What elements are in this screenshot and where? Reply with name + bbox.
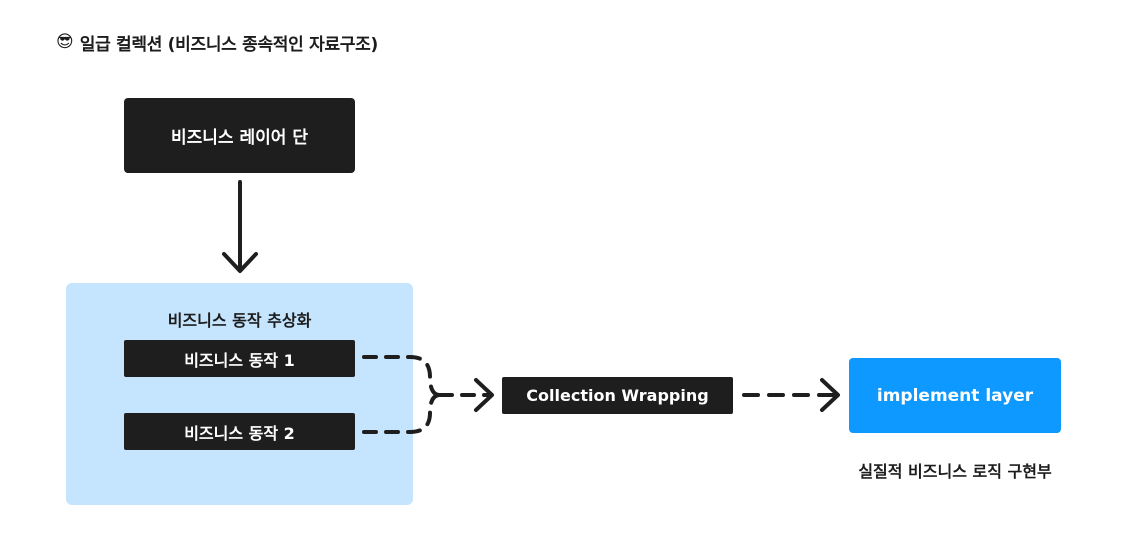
title-text: 일급 컬렉션 (비즈니스 종속적인 자료구조) xyxy=(79,34,379,55)
business-action-2-label: 비즈니스 동작 2 xyxy=(184,423,295,443)
implement-layer-label: implement layer xyxy=(876,385,1034,406)
collection-wrapping-box: Collection Wrapping xyxy=(502,377,733,414)
business-layer-box: 비즈니스 레이어 단 xyxy=(124,98,355,173)
collection-wrapping-label: Collection Wrapping xyxy=(526,386,709,405)
diagram-title: 😎 일급 컬렉션 (비즈니스 종속적인 자료구조) xyxy=(56,28,378,56)
business-action-1-box: 비즈니스 동작 1 xyxy=(124,340,355,377)
business-action-2-box: 비즈니스 동작 2 xyxy=(124,413,355,450)
business-abstraction-label: 비즈니스 동작 추상화 xyxy=(167,311,312,330)
sunglasses-face-icon: 😎 xyxy=(56,31,74,52)
business-abstraction-panel xyxy=(66,283,413,505)
implement-layer-box: implement layer xyxy=(849,358,1061,433)
business-layer-label: 비즈니스 레이어 단 xyxy=(171,128,308,148)
down-arrow-icon xyxy=(222,180,258,273)
right-arrow-icon xyxy=(438,378,494,412)
business-action-1-label: 비즈니스 동작 1 xyxy=(184,350,295,370)
right-arrow-icon xyxy=(742,378,840,412)
implement-caption: 실질적 비즈니스 로직 구현부 xyxy=(858,462,1052,481)
